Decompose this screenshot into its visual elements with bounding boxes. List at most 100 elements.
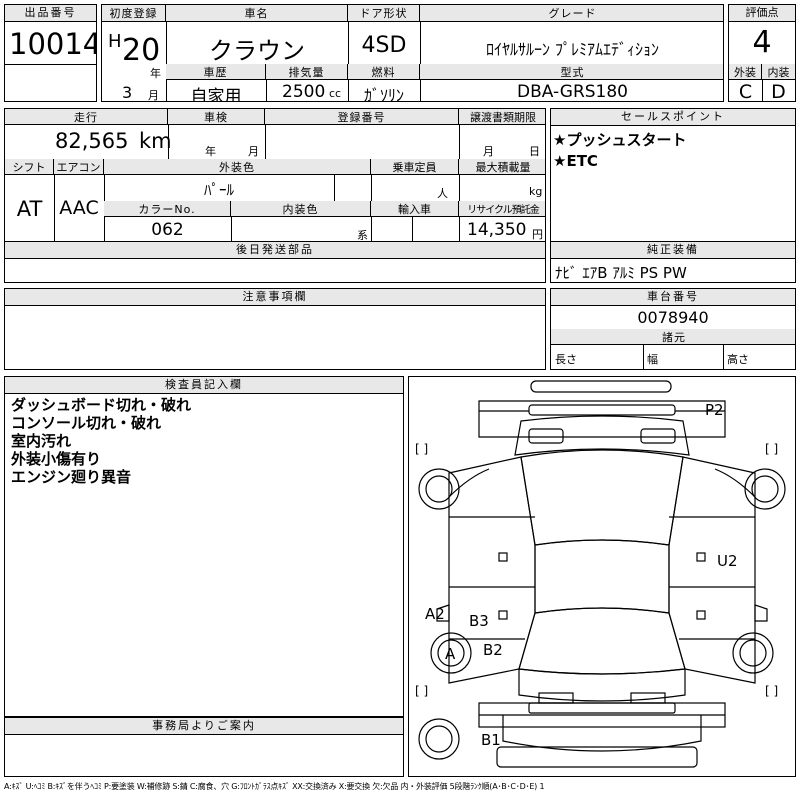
- month-value: 3: [122, 83, 133, 102]
- rear-panel-outline: [478, 400, 726, 438]
- grade-label: グレード: [420, 5, 723, 22]
- grade-value: ﾛｲﾔﾙｻﾙｰﾝ ﾌﾟﾚﾐｱﾑｴﾃﾞｨｼｮﾝ: [485, 40, 660, 59]
- windshield-outline: [518, 607, 686, 675]
- office-notice-box: 事務局よりご案内: [4, 717, 404, 777]
- damage-mark-u2: U2: [717, 552, 738, 570]
- vehicle-info-box: 初度登録 車名 ドア形状 グレード H 20 年 クラウン 4SD ﾛｲﾔﾙｻﾙ…: [101, 4, 724, 102]
- color-number-value: 062: [151, 220, 184, 240]
- trunk-lid-outline: [514, 415, 690, 456]
- chassis-box: 車台番号 0078940 諸元 長さ 幅 高さ: [550, 288, 796, 370]
- standard-equipment-label: 純正装備: [551, 242, 795, 259]
- roof-outline: [534, 539, 670, 614]
- exterior-label: 外装: [729, 64, 762, 80]
- max-load-label: 最大積載量: [459, 159, 545, 175]
- wheel-front-right: [732, 632, 774, 674]
- damage-mark-a2: A2: [425, 605, 445, 623]
- mileage-value: 82,565: [55, 129, 129, 153]
- transfer-day-unit: 日: [529, 145, 540, 158]
- damage-mark-p2: P2: [705, 401, 724, 419]
- first-registration-label: 初度登録: [102, 5, 166, 22]
- rear-bumper-outline: [530, 380, 672, 393]
- registration-number-label: 登録番号: [265, 109, 459, 125]
- damage-mark-b1: B1: [481, 731, 501, 749]
- lot-number-box: 出品番号 10014: [4, 4, 97, 102]
- score-box: 評価点 4 外装 内装 C D: [728, 4, 796, 102]
- door-type-label: ドア形状: [348, 5, 420, 22]
- wheel-front-left: [430, 632, 472, 674]
- inspection-month-unit: 月: [248, 145, 259, 158]
- damage-mark-a: A: [445, 645, 456, 663]
- aircon-value: AAC: [59, 197, 99, 219]
- length-label: 長さ: [555, 353, 577, 366]
- recycle-deposit-label: リサイクル預託金: [459, 201, 545, 217]
- interior-color-unit: 系: [357, 229, 368, 242]
- interior-color-label: 内装色: [231, 201, 371, 217]
- right-side-outline: [668, 456, 756, 684]
- score-value: 4: [752, 25, 772, 60]
- month-unit: 月: [148, 89, 159, 102]
- hood-outline: [518, 668, 686, 702]
- legend-text: A:ｷｽﾞ U:ﾍｺﾐ B:ｷｽﾞを伴うﾍｺﾐ P:要塗装 W:補修跡 S:錆 …: [4, 782, 545, 791]
- capacity-unit: 人: [437, 187, 448, 200]
- year-value: 20: [122, 33, 161, 68]
- chassis-number-label: 車台番号: [551, 289, 795, 306]
- inspector-note-5: エンジン廻り異音: [11, 468, 132, 486]
- details-box: 走行 車検 登録番号 譲渡書類期限 82,565 km 年 月 月 日 シフト …: [4, 108, 546, 242]
- vehicle-history-value: 自家用: [190, 87, 242, 102]
- bracket-front-left: [ ]: [415, 684, 428, 698]
- selling-point-2: ★ETC: [553, 152, 598, 170]
- spare-wheel: [418, 718, 460, 760]
- selling-point-1: ★プッシュスタート: [553, 131, 687, 149]
- inspector-notes-box: 検査員記入欄 ダッシュボード切れ・破れ コンソール切れ・破れ 室内汚れ 外装小傷…: [4, 376, 404, 717]
- interior-label: 内装: [762, 64, 795, 80]
- max-load-unit: kg: [529, 185, 543, 198]
- inspection-label: 車検: [168, 109, 265, 125]
- fuel-label: 燃料: [348, 64, 420, 80]
- lot-number-label: 出品番号: [5, 5, 96, 22]
- deferred-parts-label: 後日発送部品: [5, 242, 545, 259]
- standard-equipment-value: ﾅﾋﾞ ｴｱB ｱﾙﾐ PS PW: [555, 264, 687, 282]
- inspector-note-3: 室内汚れ: [11, 432, 72, 450]
- rear-window-outline: [520, 449, 684, 546]
- vehicle-history-label: 車歴: [166, 64, 266, 80]
- displacement-value: 2500: [282, 82, 326, 102]
- mileage-unit: km: [139, 129, 172, 153]
- shift-label: シフト: [5, 159, 54, 175]
- lot-number-value: 10014: [9, 27, 97, 61]
- bracket-front-right: [ ]: [765, 684, 778, 698]
- dimensions-label: 諸元: [551, 329, 795, 345]
- capacity-label: 乗車定員: [371, 159, 459, 175]
- interior-value: D: [771, 81, 786, 102]
- selling-points-box: セールスポイント ★プッシュスタート ★ETC: [550, 108, 796, 242]
- car-diagram-svg: [ ] [ ] [ ] [ ] P2 U2 A2 B3 A B2 B1: [415, 380, 786, 768]
- car-name-label: 車名: [166, 5, 348, 22]
- color-number-label: カラーNo.: [104, 201, 231, 217]
- door-type-value: 4SD: [361, 33, 407, 58]
- inspector-note-2: コンソール切れ・破れ: [11, 414, 162, 432]
- wheel-rear-left: [418, 468, 460, 510]
- inspection-year-unit: 年: [205, 145, 216, 158]
- height-label: 高さ: [727, 353, 749, 366]
- left-side-outline: [448, 456, 536, 684]
- import-label: 輸入車: [371, 201, 459, 217]
- transfer-month-unit: 月: [483, 145, 494, 158]
- damage-mark-b3: B3: [469, 612, 489, 630]
- front-apron-outline: [502, 715, 702, 752]
- displacement-unit: cc: [329, 87, 342, 100]
- exterior-color-label: 外装色: [104, 159, 371, 175]
- deferred-parts-box: 後日発送部品: [4, 241, 546, 283]
- exterior-value: C: [738, 81, 753, 102]
- era-value: H: [108, 31, 122, 52]
- car-name-value: クラウン: [209, 37, 305, 65]
- displacement-label: 排気量: [266, 64, 348, 80]
- bracket-rear-left: [ ]: [415, 442, 428, 456]
- transfer-deadline-label: 譲渡書類期限: [459, 109, 545, 125]
- inspector-notes-label: 検査員記入欄: [5, 377, 403, 394]
- width-label: 幅: [647, 353, 658, 366]
- score-label: 評価点: [729, 5, 795, 22]
- notes-box: 注意事項欄: [4, 288, 546, 370]
- recycle-deposit-value: 14,350: [467, 220, 527, 240]
- aircon-label: エアコン: [54, 159, 104, 175]
- inspector-note-4: 外装小傷有り: [11, 450, 102, 468]
- inspector-note-1: ダッシュボード切れ・破れ: [11, 396, 192, 414]
